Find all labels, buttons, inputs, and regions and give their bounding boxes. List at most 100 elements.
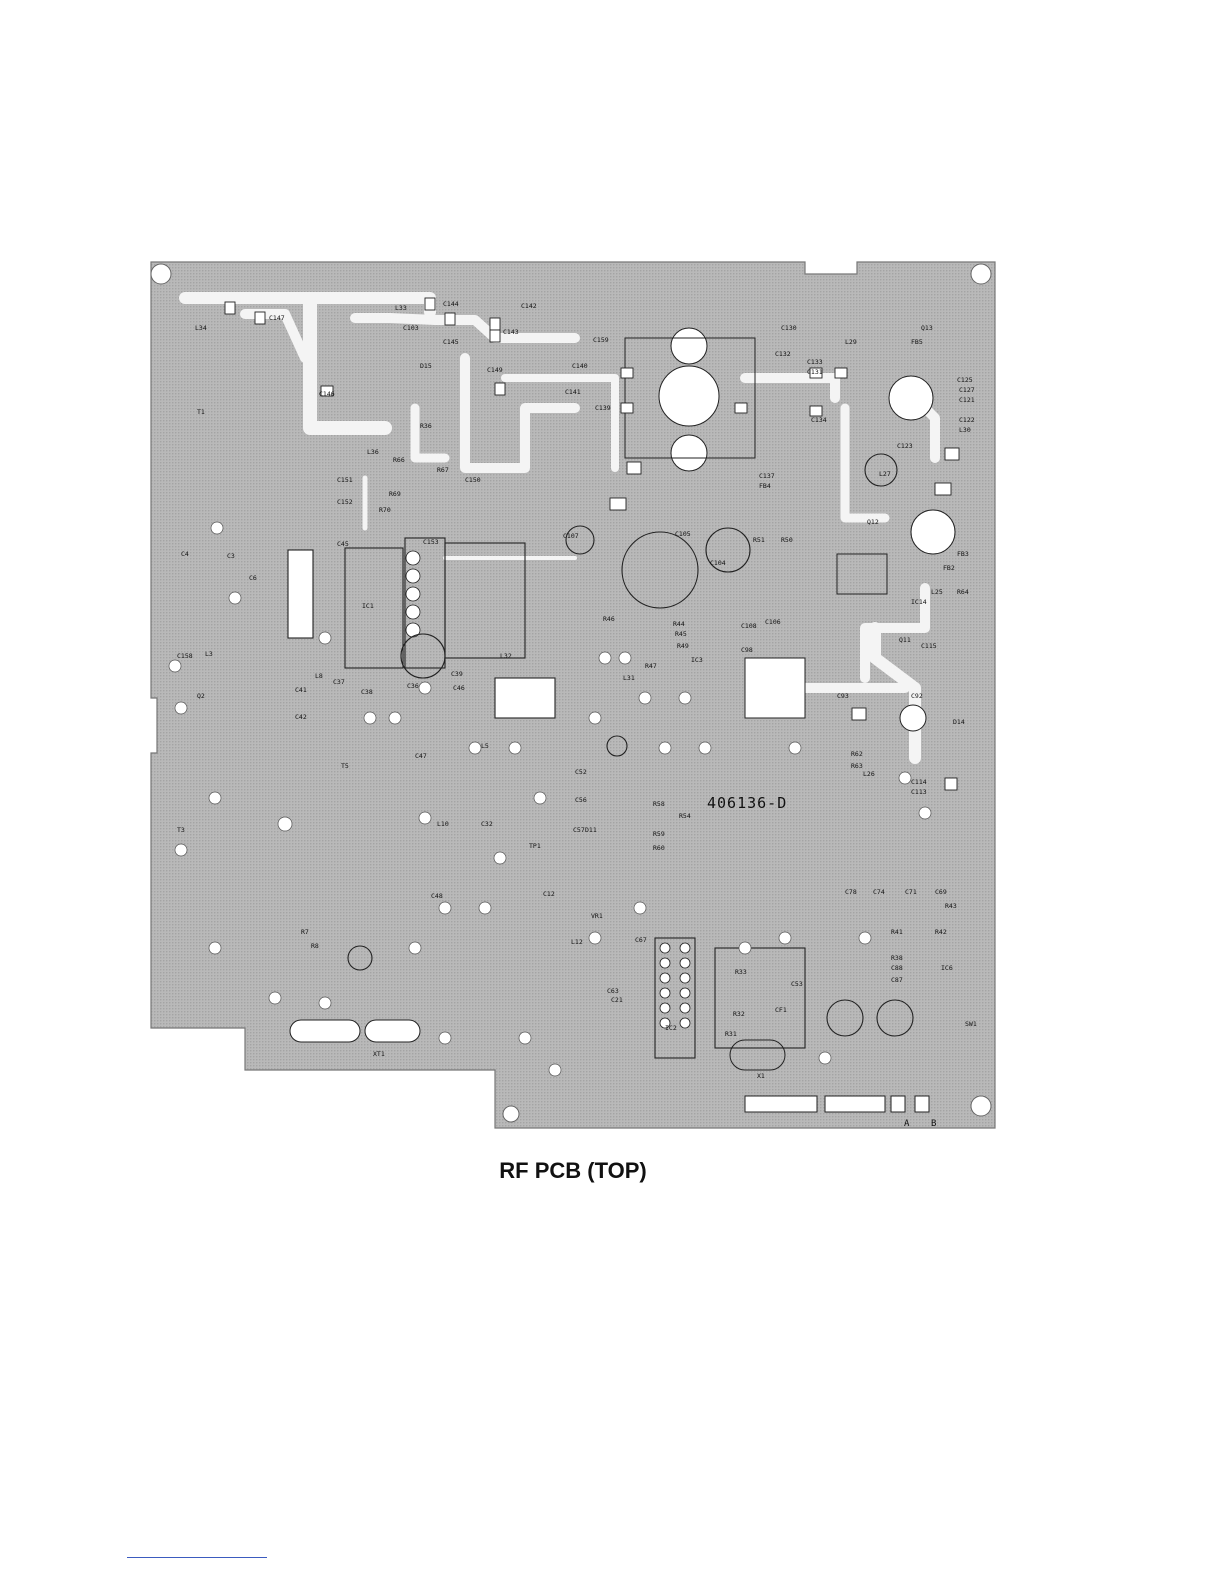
ref-label: D15 <box>420 362 432 370</box>
ref-label: IC3 <box>691 656 703 664</box>
ref-label: X1 <box>757 1072 765 1080</box>
ref-label: C56 <box>575 796 587 804</box>
ref-label: L26 <box>863 770 875 778</box>
ref-label: R45 <box>675 630 687 638</box>
connector-label-b: B <box>931 1119 936 1129</box>
ref-label: IC1 <box>362 602 374 610</box>
ref-label: L8 <box>315 672 323 680</box>
ref-label: C147 <box>269 314 285 322</box>
ref-label: C151 <box>337 476 353 484</box>
ref-label: L29 <box>845 338 857 346</box>
ref-label: C127 <box>959 386 975 394</box>
ref-label: C144 <box>443 300 459 308</box>
ref-label: C53 <box>791 980 803 988</box>
ref-label: C92 <box>911 692 923 700</box>
ref-label: C6 <box>249 574 257 582</box>
ref-label: C78 <box>845 888 857 896</box>
ref-label: R32 <box>733 1010 745 1018</box>
ref-label: L3 <box>205 650 213 658</box>
ref-label: C48 <box>431 892 443 900</box>
board-id-label: 406136-D <box>707 794 787 812</box>
ref-label: R43 <box>945 902 957 910</box>
ref-label: R46 <box>603 615 615 623</box>
ref-label: R44 <box>673 620 685 628</box>
ref-label: C93 <box>837 692 849 700</box>
ref-label: Q11 <box>899 636 911 644</box>
ref-label: C36 <box>407 682 419 690</box>
ref-label: C32 <box>481 820 493 828</box>
ref-label: R66 <box>393 456 405 464</box>
ref-label: R64 <box>957 588 969 596</box>
ref-label: C103 <box>403 324 419 332</box>
rf-transistor-pads <box>658 327 956 732</box>
ref-label: C57 <box>573 826 585 834</box>
component-ref-labels: L33 C144 C142 C147 L34 C103 C143 C145 D1… <box>177 300 977 1080</box>
ref-label: C115 <box>921 642 937 650</box>
ref-label: C45 <box>337 540 349 548</box>
rf-transistor-outline <box>624 337 888 719</box>
ref-label: R60 <box>653 844 665 852</box>
ref-label: T1 <box>197 408 205 416</box>
ref-label: C41 <box>295 686 307 694</box>
ref-label: C98 <box>741 646 753 654</box>
ref-label: R69 <box>389 490 401 498</box>
ref-label: C108 <box>741 622 757 630</box>
ref-label: FB3 <box>957 550 969 558</box>
ref-label: C150 <box>465 476 481 484</box>
ref-label: C88 <box>891 964 903 972</box>
ref-label: L36 <box>367 448 379 456</box>
ref-label: C114 <box>911 778 927 786</box>
ref-label: C39 <box>451 670 463 678</box>
ref-label: R51 <box>753 536 765 544</box>
ref-label: C12 <box>543 890 555 898</box>
ref-label: D14 <box>953 718 965 726</box>
ref-label: FB5 <box>911 338 923 346</box>
ref-label: C131 <box>807 368 823 376</box>
ref-label: L25 <box>931 588 943 596</box>
ref-label: C38 <box>361 688 373 696</box>
ref-label: C143 <box>503 328 519 336</box>
ref-label: C113 <box>911 788 927 796</box>
ref-label: R36 <box>420 422 432 430</box>
ref-label: C152 <box>337 498 353 506</box>
ref-label: R62 <box>851 750 863 758</box>
ref-label: C137 <box>759 472 775 480</box>
ref-label: C4 <box>181 550 189 558</box>
ref-label: Q13 <box>921 324 933 332</box>
footer-rule <box>127 1557 267 1558</box>
ic-pins <box>405 550 691 1029</box>
ref-label: C63 <box>607 987 619 995</box>
ref-label: R31 <box>725 1030 737 1038</box>
ref-label: C106 <box>765 618 781 626</box>
ref-label: XT1 <box>373 1050 385 1058</box>
ref-label: C142 <box>521 302 537 310</box>
ref-label: C46 <box>453 684 465 692</box>
ref-label: C132 <box>775 350 791 358</box>
ref-label: R42 <box>935 928 947 936</box>
ref-label: C74 <box>873 888 885 896</box>
ref-label: R54 <box>679 812 691 820</box>
ref-label: T5 <box>341 762 349 770</box>
ref-label: D11 <box>585 826 597 834</box>
ref-label: R7 <box>301 928 309 936</box>
ref-label: SW1 <box>965 1020 977 1028</box>
ref-label: C141 <box>565 388 581 396</box>
board-outline <box>150 261 996 1129</box>
connector-pads <box>289 1019 930 1113</box>
ref-label: L27 <box>879 470 891 478</box>
ref-label: C122 <box>959 416 975 424</box>
ref-label: C121 <box>959 396 975 404</box>
ref-label: R67 <box>437 466 449 474</box>
ref-label: C42 <box>295 713 307 721</box>
ref-label: C3 <box>227 552 235 560</box>
ref-label: C47 <box>415 752 427 760</box>
ref-label: L33 <box>395 304 407 312</box>
ref-label: C139 <box>595 404 611 412</box>
ref-label: R49 <box>677 642 689 650</box>
ref-label: R50 <box>781 536 793 544</box>
ref-label: C107 <box>563 532 579 540</box>
ref-label: C130 <box>781 324 797 332</box>
ref-label: R59 <box>653 830 665 838</box>
pcb-layout-diagram: L33 C144 C142 C147 L34 C103 C143 C145 D1… <box>145 258 1001 1130</box>
ref-label: C125 <box>957 376 973 384</box>
